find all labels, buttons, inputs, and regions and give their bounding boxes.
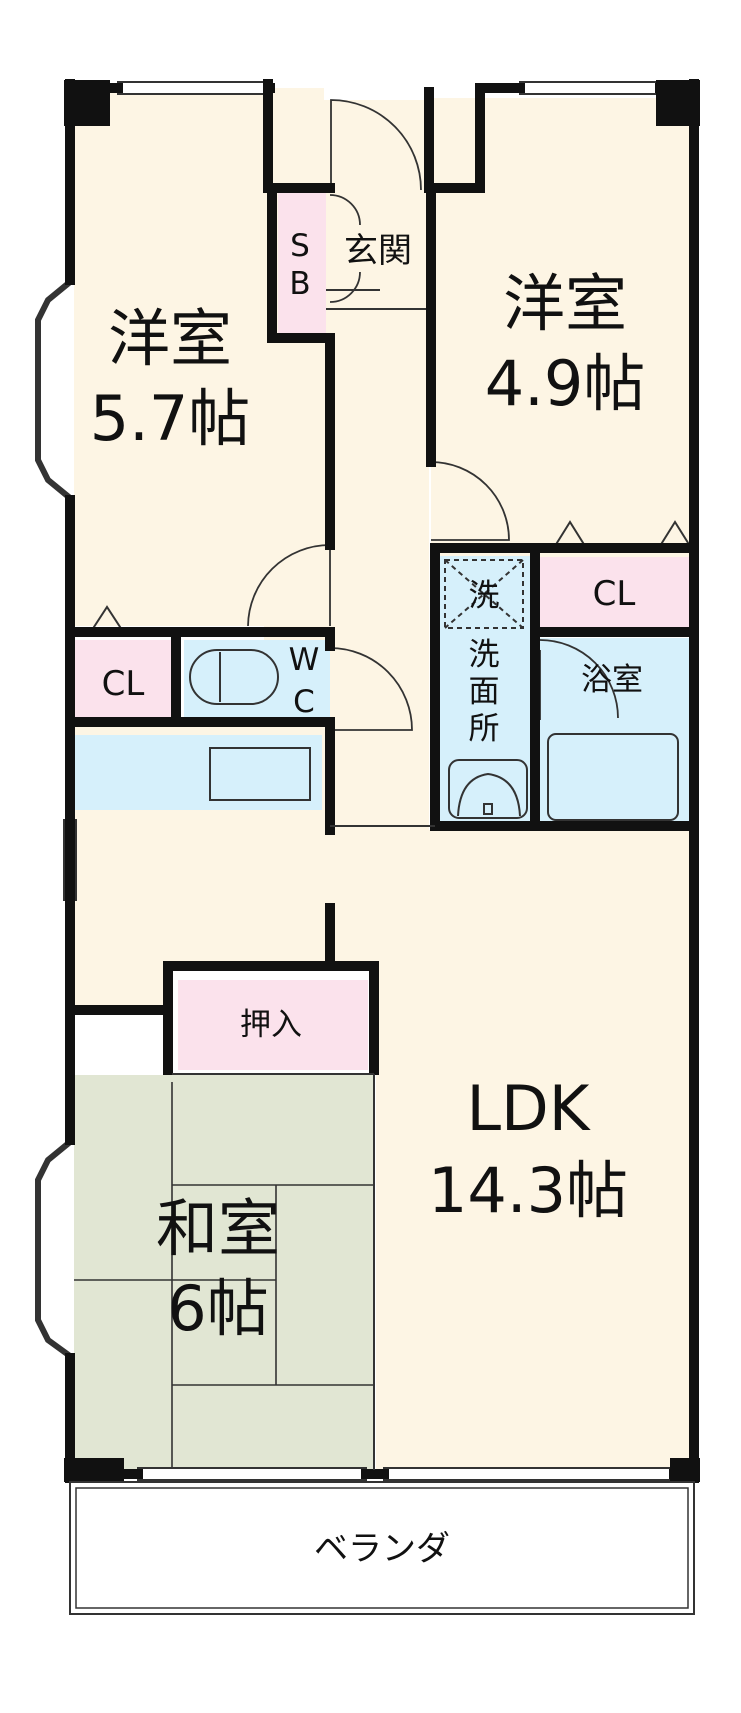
shoe-box-label-1: S <box>290 228 310 264</box>
washing-machine-label: 洗 <box>469 578 500 614</box>
window-top-left <box>117 81 269 95</box>
front-door-swing <box>330 99 422 191</box>
western-left-door-swing <box>247 544 331 627</box>
labels: 洋室 5.7帖 洋室 4.9帖 LDK 14.3帖 和室 6帖 玄関 S B C… <box>90 228 646 1569</box>
western-right-name: 洋室 <box>503 267 627 340</box>
veranda[interactable] <box>69 1481 695 1615</box>
western-left-name: 洋室 <box>108 302 232 375</box>
washing-machine-pan <box>444 559 524 629</box>
closet-right-label: CL <box>593 574 636 614</box>
shoe-box-floor <box>278 193 326 333</box>
oshiire-label: 押入 <box>240 1007 302 1043</box>
oshiire-floor <box>178 980 368 1070</box>
bay-window-upper <box>35 279 72 501</box>
western-right-door-swing <box>430 461 510 541</box>
kitchen-sink <box>209 747 311 801</box>
tatami-lines <box>74 1082 374 1474</box>
door-swings <box>247 99 619 731</box>
corner-posts <box>64 80 700 1482</box>
western-left-size: 5.7帖 <box>90 382 251 455</box>
ldk-size: 14.3帖 <box>428 1154 628 1227</box>
shoe-box-label-2: B <box>289 266 310 302</box>
window-bottom-right <box>383 1467 675 1481</box>
japanese-room-floor[interactable] <box>74 1075 374 1474</box>
toilet-label-2: C <box>293 684 315 720</box>
bathroom-door-swing <box>539 639 619 719</box>
japanese-room-size: 6帖 <box>167 1272 268 1345</box>
bathroom-floor <box>540 638 689 824</box>
japanese-room-name: 和室 <box>156 1192 280 1265</box>
washbasin <box>448 759 528 819</box>
thin-walls <box>172 825 435 1470</box>
entrance-label: 玄関 <box>344 231 412 271</box>
window-top-right <box>519 81 661 95</box>
washroom-label-2: 面 <box>469 674 500 710</box>
washroom-label-3: 所 <box>469 711 500 747</box>
ldk-floor <box>74 720 689 1474</box>
western-right-size: 4.9帖 <box>485 347 646 420</box>
bathroom-label: 浴室 <box>581 662 643 698</box>
washroom-floor <box>440 556 530 824</box>
fixtures <box>74 289 692 1474</box>
veranda-label: ベランダ <box>314 1529 450 1569</box>
window-bottom-left <box>137 1467 367 1481</box>
room-western-right-floor <box>431 98 689 558</box>
washroom-label-1: 洗 <box>469 637 500 673</box>
floor-fills <box>74 88 689 1474</box>
toilet-door-swing <box>329 647 413 731</box>
toilet-label-1: W <box>289 642 320 678</box>
walls <box>65 79 699 1483</box>
closet-right-floor <box>540 557 689 627</box>
toilet-floor <box>184 640 330 720</box>
closet-left-floor <box>74 640 172 720</box>
bay-window-lower <box>35 1139 72 1359</box>
ldk-name: LDK <box>467 1072 591 1145</box>
closet-left-label: CL <box>102 664 145 704</box>
bathtub <box>547 733 679 821</box>
kitchen-counter <box>74 735 322 810</box>
toilet-bowl <box>189 649 279 705</box>
